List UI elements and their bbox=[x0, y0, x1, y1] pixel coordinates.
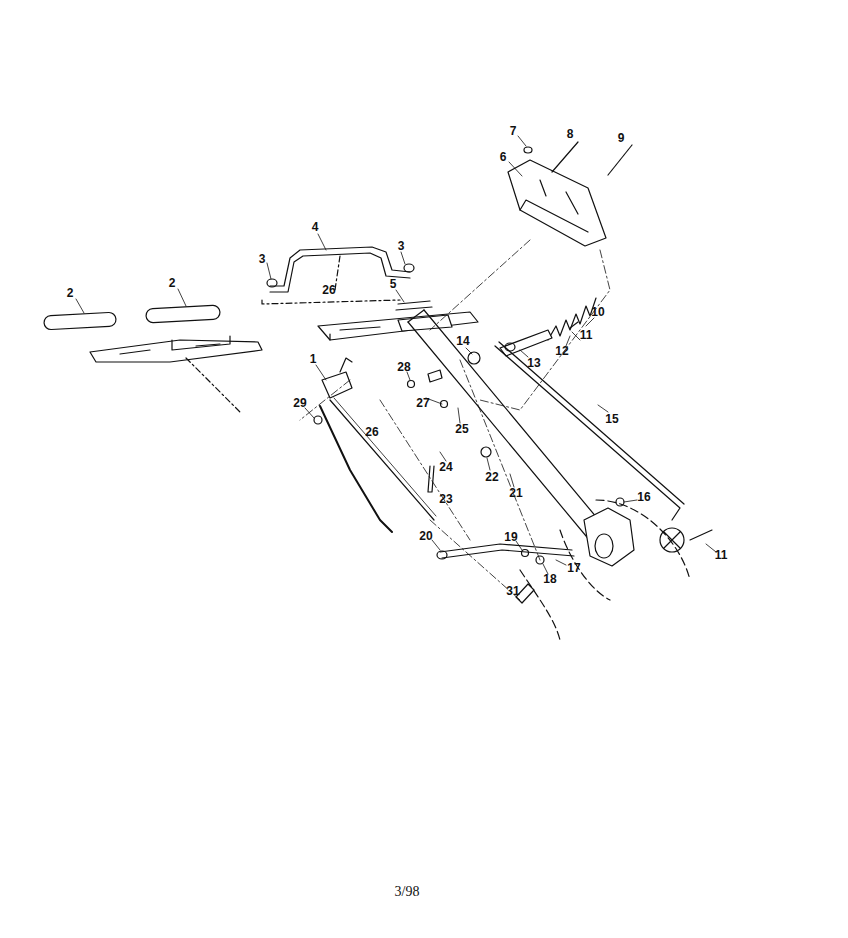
callout-number: 20 bbox=[418, 529, 433, 543]
callout-number: 24 bbox=[438, 460, 453, 474]
callout-number: 11 bbox=[714, 548, 729, 562]
callout-number: 29 bbox=[292, 396, 307, 410]
callout-number: 26 bbox=[321, 283, 336, 297]
callout-number: 23 bbox=[438, 492, 453, 506]
callout-number: 28 bbox=[396, 360, 411, 374]
callout-number: 14 bbox=[455, 334, 470, 348]
callout-number: 9 bbox=[617, 131, 626, 145]
callout-number: 25 bbox=[454, 422, 469, 436]
callout-number: 5 bbox=[389, 277, 398, 291]
callout-number: 2 bbox=[168, 276, 177, 290]
callout-number: 22 bbox=[484, 470, 499, 484]
callout-number: 1 bbox=[309, 352, 318, 366]
callout-number: 13 bbox=[526, 356, 541, 370]
callout-number: 3 bbox=[397, 239, 406, 253]
callout-number: 15 bbox=[604, 412, 619, 426]
callout-number: 31 bbox=[505, 584, 520, 598]
callout-number: 16 bbox=[636, 490, 651, 504]
callout-number: 12 bbox=[554, 344, 569, 358]
callout-number: 19 bbox=[503, 530, 518, 544]
callout-number: 17 bbox=[566, 561, 581, 575]
callout-number: 18 bbox=[542, 572, 557, 586]
callout-number: 8 bbox=[566, 127, 575, 141]
callout-number: 26 bbox=[364, 425, 379, 439]
callout-number: 6 bbox=[499, 150, 508, 164]
callout-number: 10 bbox=[590, 305, 605, 319]
page-code: 3/98 bbox=[394, 884, 421, 900]
callout-number: 27 bbox=[415, 396, 430, 410]
callout-number: 7 bbox=[509, 124, 518, 138]
callout-number: 2 bbox=[66, 286, 75, 300]
callout-number: 21 bbox=[508, 486, 523, 500]
callout-number: 11 bbox=[579, 328, 594, 342]
callout-number: 4 bbox=[311, 220, 320, 234]
callout-number: 3 bbox=[258, 252, 267, 266]
